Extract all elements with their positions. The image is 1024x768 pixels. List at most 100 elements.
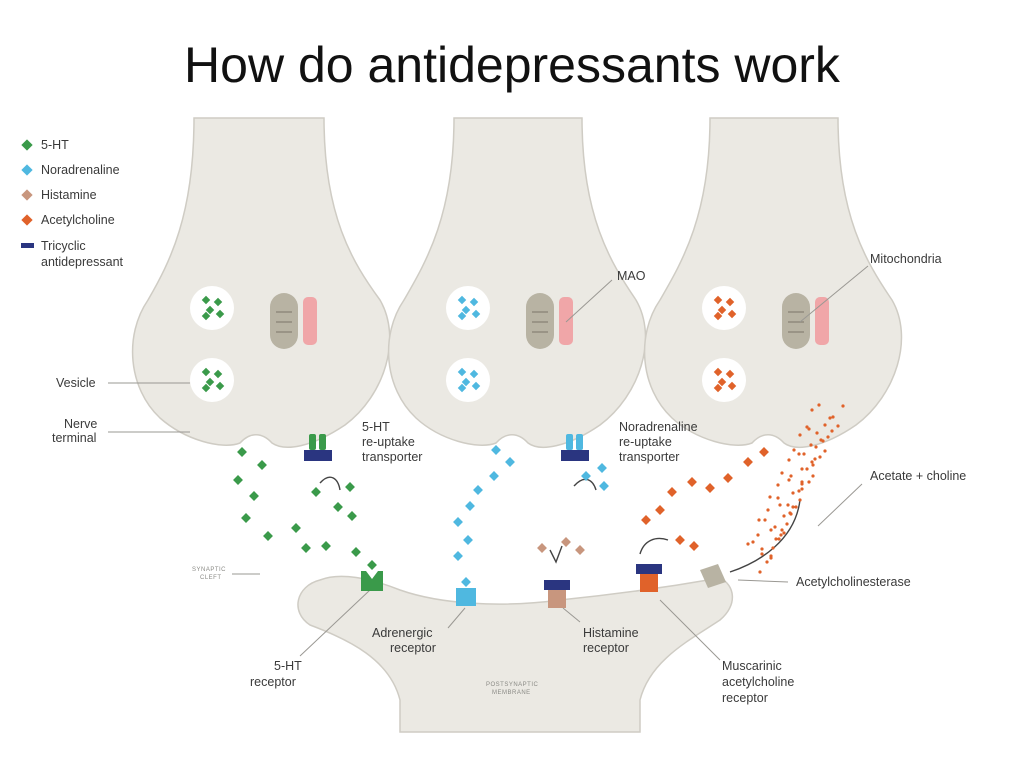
5ht-receptor (361, 571, 383, 591)
acetate-choline-particle (763, 518, 767, 522)
molecule (457, 367, 467, 377)
molecule-5ht (311, 487, 321, 497)
label-muscarinic-receptor: receptor (722, 691, 768, 705)
molecule (215, 309, 225, 319)
molecule (725, 369, 735, 379)
label-vesicle: Vesicle (56, 376, 96, 390)
molecule-noradrenaline (491, 445, 501, 455)
acetate-choline-particle (769, 556, 773, 560)
molecule (725, 297, 735, 307)
molecule (717, 305, 727, 315)
arrow-icon (639, 537, 669, 555)
acetate-choline-particle (787, 458, 791, 462)
molecule-5ht (333, 502, 343, 512)
acetate-choline-particle (810, 460, 814, 464)
label-postsynaptic-membrane: POSTSYNAPTIC (486, 682, 539, 688)
nerve-terminal-right (643, 117, 903, 448)
acetate-choline-particle (778, 503, 782, 507)
molecule-noradrenaline (453, 551, 463, 561)
molecule-noradrenaline (461, 577, 471, 587)
acetate-choline-particle (751, 540, 755, 544)
acetate-choline-particle (792, 448, 796, 452)
label-postsynaptic-membrane: MEMBRANE (492, 690, 531, 696)
transporters (304, 434, 589, 461)
molecule-noradrenaline (505, 457, 515, 467)
label-5ht-receptor: receptor (250, 675, 296, 689)
acetate-choline-particle (758, 570, 762, 574)
label-muscarinic-receptor: Muscarinic (722, 659, 782, 673)
legend-item-tricyclic: Tricyclic antidepressant (21, 239, 124, 269)
arrow-icon (549, 545, 563, 564)
label-acetylcholinesterase: Acetylcholinesterase (796, 575, 911, 589)
acetate-choline-particle (791, 505, 795, 509)
acetate-choline-particle (774, 537, 778, 541)
label-na-transporter: transporter (619, 450, 679, 464)
acetate-choline-particle (797, 489, 801, 493)
legend-item-histamine: Histamine (21, 188, 97, 202)
acetate-choline-particle (814, 445, 818, 449)
molecule-acetylcholine (743, 457, 753, 467)
5ht-reuptake-transporter (304, 434, 332, 461)
molecule-histamine (537, 543, 547, 553)
acetate-choline-particle (782, 514, 786, 518)
acetate-choline-particle (817, 403, 821, 407)
arrow-icon (573, 478, 597, 491)
legend-item-acetylcholine: Acetylcholine (21, 213, 115, 227)
molecule-acetylcholine (759, 447, 769, 457)
molecule (713, 383, 723, 393)
molecule (205, 305, 215, 315)
label-5ht-transporter: transporter (362, 450, 422, 464)
molecule (201, 311, 211, 321)
receptors (361, 564, 726, 608)
molecule-acetylcholine (723, 473, 733, 483)
molecule-5ht (345, 482, 355, 492)
acetate-choline-particle (836, 424, 840, 428)
molecule (461, 377, 471, 387)
page-title: How do antidepressants work (184, 37, 840, 93)
acetate-choline-particle (777, 537, 781, 541)
molecule-noradrenaline (581, 471, 591, 481)
molecule-acetylcholine (687, 477, 697, 487)
molecule (461, 305, 471, 315)
molecule-acetylcholine (655, 505, 665, 515)
svg-text:Histamine: Histamine (41, 188, 97, 202)
label-synaptic-cleft: CLEFT (200, 575, 222, 581)
molecule-acetylcholine (641, 515, 651, 525)
svg-text:Acetylcholine: Acetylcholine (41, 213, 115, 227)
acetate-choline-particle (815, 431, 819, 435)
svg-text:Tricyclic: Tricyclic (41, 239, 86, 253)
label-na-transporter: Noradrenaline (619, 420, 698, 434)
acetate-choline-particle (813, 457, 817, 461)
molecule-5ht (367, 560, 377, 570)
acetate-choline-particle (800, 480, 804, 484)
acetate-choline-particle (841, 404, 845, 408)
molecule-5ht (301, 543, 311, 553)
molecule (457, 383, 467, 393)
molecule-acetylcholine (675, 535, 685, 545)
legend-item-noradrenaline: Noradrenaline (21, 163, 120, 177)
acetate-choline-particle (828, 416, 832, 420)
acetate-choline-particle (823, 423, 827, 427)
na-reuptake-transporter (561, 434, 589, 461)
molecule (471, 309, 481, 319)
mitochondrion (526, 293, 573, 349)
svg-text:5-HT: 5-HT (41, 138, 69, 152)
molecule-acetylcholine (689, 541, 699, 551)
label-muscarinic-receptor: acetylcholine (722, 675, 794, 689)
acetate-choline-particle (807, 427, 811, 431)
label-5ht-transporter: re-uptake (362, 435, 415, 449)
adrenergic-receptor (456, 588, 476, 606)
acetate-choline-particle (826, 435, 830, 439)
molecule (215, 381, 225, 391)
acetate-choline-particle (809, 443, 813, 447)
postsynaptic-membrane (297, 575, 734, 733)
acetate-choline-particle (830, 429, 834, 433)
molecule (457, 311, 467, 321)
molecule (201, 367, 211, 377)
acetate-choline-particle (788, 511, 792, 515)
acetylcholinesterase-enzyme (700, 564, 726, 588)
acetate-choline-particle (811, 474, 815, 478)
acetate-choline-particle (823, 449, 827, 453)
molecule-noradrenaline (489, 471, 499, 481)
molecule-5ht (347, 511, 357, 521)
